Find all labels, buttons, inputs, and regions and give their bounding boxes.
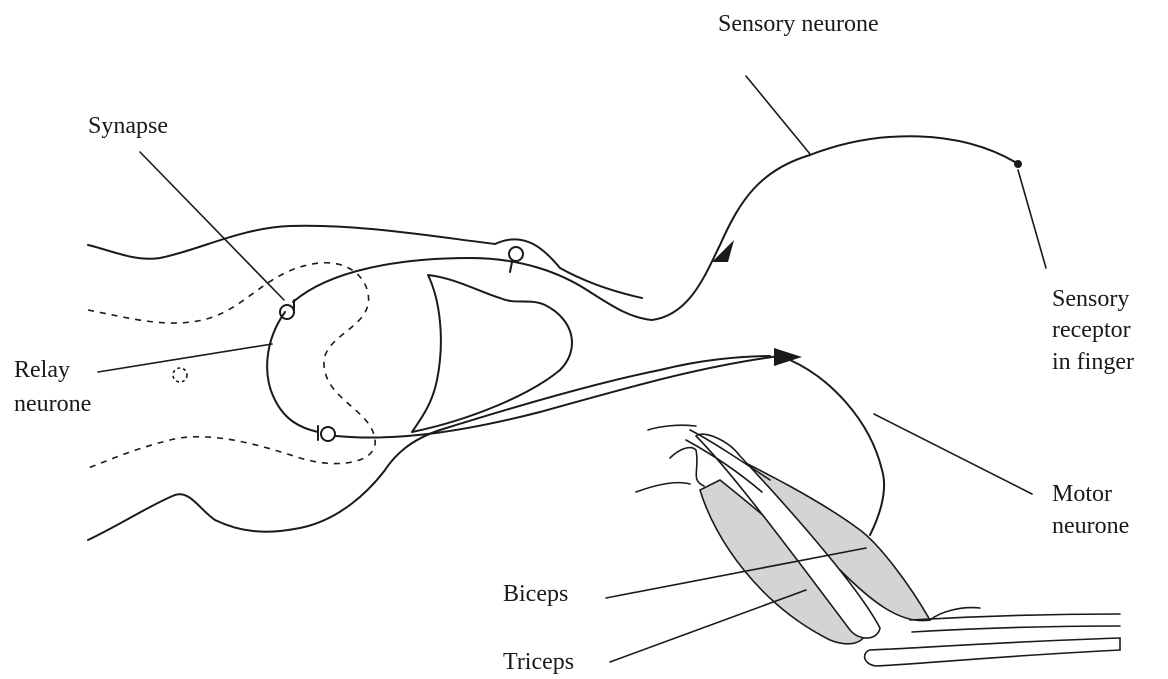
label-synapse: Synapse	[88, 112, 168, 141]
grey-matter-outline	[88, 263, 375, 468]
label-sensory-receptor-line3: in finger	[1052, 348, 1134, 377]
central-canal-region	[412, 275, 572, 432]
sensory-neurone-path	[652, 136, 1015, 320]
label-biceps: Biceps	[503, 580, 568, 609]
label-sensory-neurone: Sensory neurone	[718, 10, 879, 39]
synapse-top	[509, 247, 523, 272]
sensory-neurone-arrow	[712, 240, 734, 262]
arm-drawing	[636, 425, 1120, 666]
synapse-bottom	[318, 426, 335, 441]
forearm-bones	[865, 638, 1120, 666]
leader-lines	[98, 76, 1046, 662]
label-sensory-receptor-line2: receptor	[1052, 316, 1131, 345]
label-motor-neurone-line1: Motor	[1052, 480, 1112, 509]
spinal-cord-outline	[88, 226, 770, 540]
label-relay-neurone-line2: neurone	[14, 390, 91, 419]
label-triceps: Triceps	[503, 648, 574, 677]
synapse-left	[280, 300, 294, 319]
relay-neurone-loop	[293, 258, 652, 320]
sensory-receptor-dot	[1014, 160, 1022, 168]
label-motor-neurone-line2: neurone	[1052, 512, 1129, 541]
label-sensory-receptor-line1: Sensory	[1052, 285, 1129, 314]
motor-neurone-path	[336, 356, 780, 438]
label-relay-neurone-line1: Relay	[14, 356, 70, 385]
